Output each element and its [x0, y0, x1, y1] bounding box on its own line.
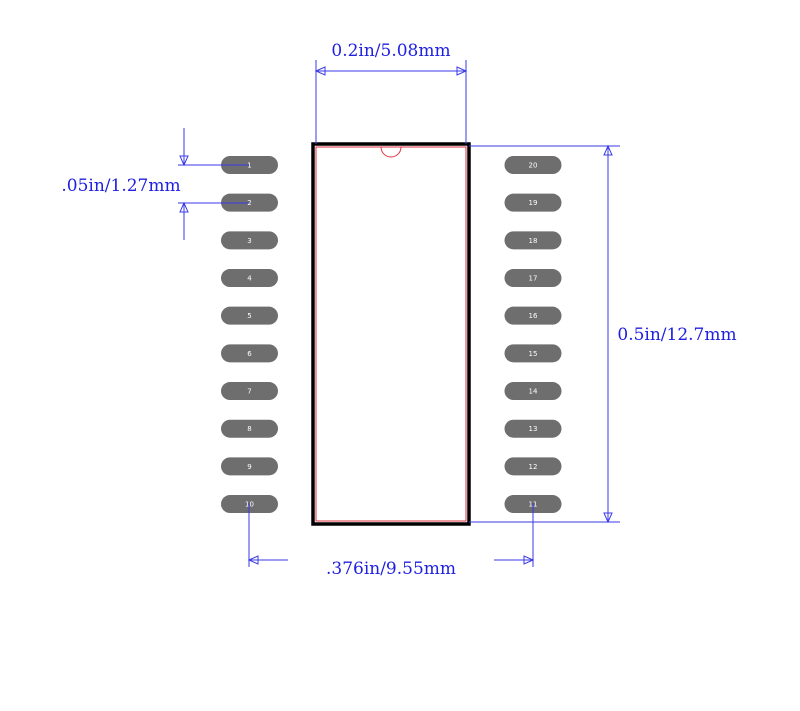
pad-label-16: 16	[529, 312, 538, 320]
body-length-dimension: 0.5in/12.7mm	[469, 144, 737, 524]
package-body-outline	[311, 142, 471, 526]
pad-label-12: 12	[529, 463, 538, 471]
pad-label-2: 2	[247, 199, 251, 207]
pad-8	[221, 419, 278, 438]
pad-17	[504, 269, 562, 288]
body-width-dimension: 0.2in/5.08mm	[314, 41, 468, 144]
pad-label-5: 5	[247, 312, 251, 320]
pad-12	[504, 457, 562, 476]
pad-14	[504, 382, 562, 401]
pad-label-3: 3	[247, 237, 251, 245]
pad-label-18: 18	[529, 237, 538, 245]
pad-7	[221, 382, 278, 401]
pad-label-20: 20	[529, 162, 538, 170]
pad-3	[221, 231, 278, 250]
pad-label-4: 4	[247, 275, 252, 283]
pin-pitch-dimension: .05in/1.27mm	[61, 128, 249, 240]
pad-13	[504, 419, 562, 438]
pad-label-7: 7	[247, 388, 251, 396]
pad-label-14: 14	[529, 388, 538, 396]
pad-label-1: 1	[247, 162, 251, 170]
pad-15	[504, 344, 562, 363]
overall-width-dimension: .376in/9.55mm	[247, 503, 535, 579]
pad-label-13: 13	[529, 425, 538, 433]
pad-label-8: 8	[247, 425, 251, 433]
pad-4	[221, 269, 278, 288]
pad-1	[221, 156, 278, 174]
pad-label-6: 6	[247, 350, 252, 358]
pad-20	[504, 156, 562, 174]
pad-5	[221, 306, 278, 325]
pad-2	[221, 193, 278, 212]
pad-label-17: 17	[529, 275, 538, 283]
pad-9	[221, 457, 278, 476]
package-body-inner-outline	[315, 146, 467, 522]
pad-label-9: 9	[247, 463, 251, 471]
pad-label-19: 19	[529, 199, 538, 207]
body-width-label: 0.2in/5.08mm	[331, 41, 450, 61]
pad-18	[504, 231, 562, 250]
pad-19	[504, 193, 562, 212]
pad-16	[504, 306, 562, 325]
pad-label-15: 15	[529, 350, 538, 358]
pin-pitch-label: .05in/1.27mm	[61, 176, 180, 196]
pin1-notch	[380, 146, 402, 158]
pad-6	[221, 344, 278, 363]
overall-width-label: .376in/9.55mm	[326, 559, 456, 579]
body-length-label: 0.5in/12.7mm	[617, 325, 736, 345]
